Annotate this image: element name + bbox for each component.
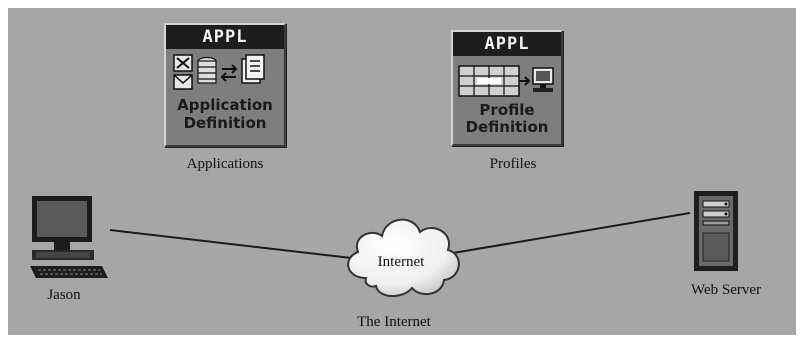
internet-caption: The Internet bbox=[357, 314, 431, 330]
node-label-line1: Profile bbox=[479, 101, 535, 119]
appl-badge: APPL bbox=[166, 25, 284, 49]
application-definition-node[interactable]: APPL Application Definition bbox=[164, 23, 286, 147]
server-icon[interactable] bbox=[692, 189, 740, 273]
profile-definition-node[interactable]: APPL Profile Definition bbox=[451, 30, 563, 146]
appl-badge: APPL bbox=[453, 32, 561, 56]
profile-definition-icon bbox=[458, 65, 554, 97]
link-layer bbox=[109, 212, 691, 260]
node-label-line1: Application bbox=[177, 96, 273, 114]
cloud-icon[interactable] bbox=[336, 208, 466, 304]
network-workspace[interactable]: APPL Application Definition Applications… bbox=[8, 8, 796, 335]
link-internet-webserver[interactable] bbox=[452, 212, 691, 254]
application-definition-icon bbox=[173, 54, 265, 90]
profiles-caption: Profiles bbox=[489, 156, 537, 172]
node-label-line2: Definition bbox=[465, 118, 549, 136]
web-server-caption: Web Server bbox=[690, 282, 762, 298]
node-label-line2: Definition bbox=[183, 114, 267, 132]
link-jason-internet[interactable] bbox=[109, 229, 361, 260]
jason-caption: Jason bbox=[47, 287, 81, 303]
cloud-inner-label: Internet bbox=[377, 254, 425, 270]
workstation-icon[interactable] bbox=[28, 194, 110, 280]
applications-caption: Applications bbox=[186, 156, 264, 172]
